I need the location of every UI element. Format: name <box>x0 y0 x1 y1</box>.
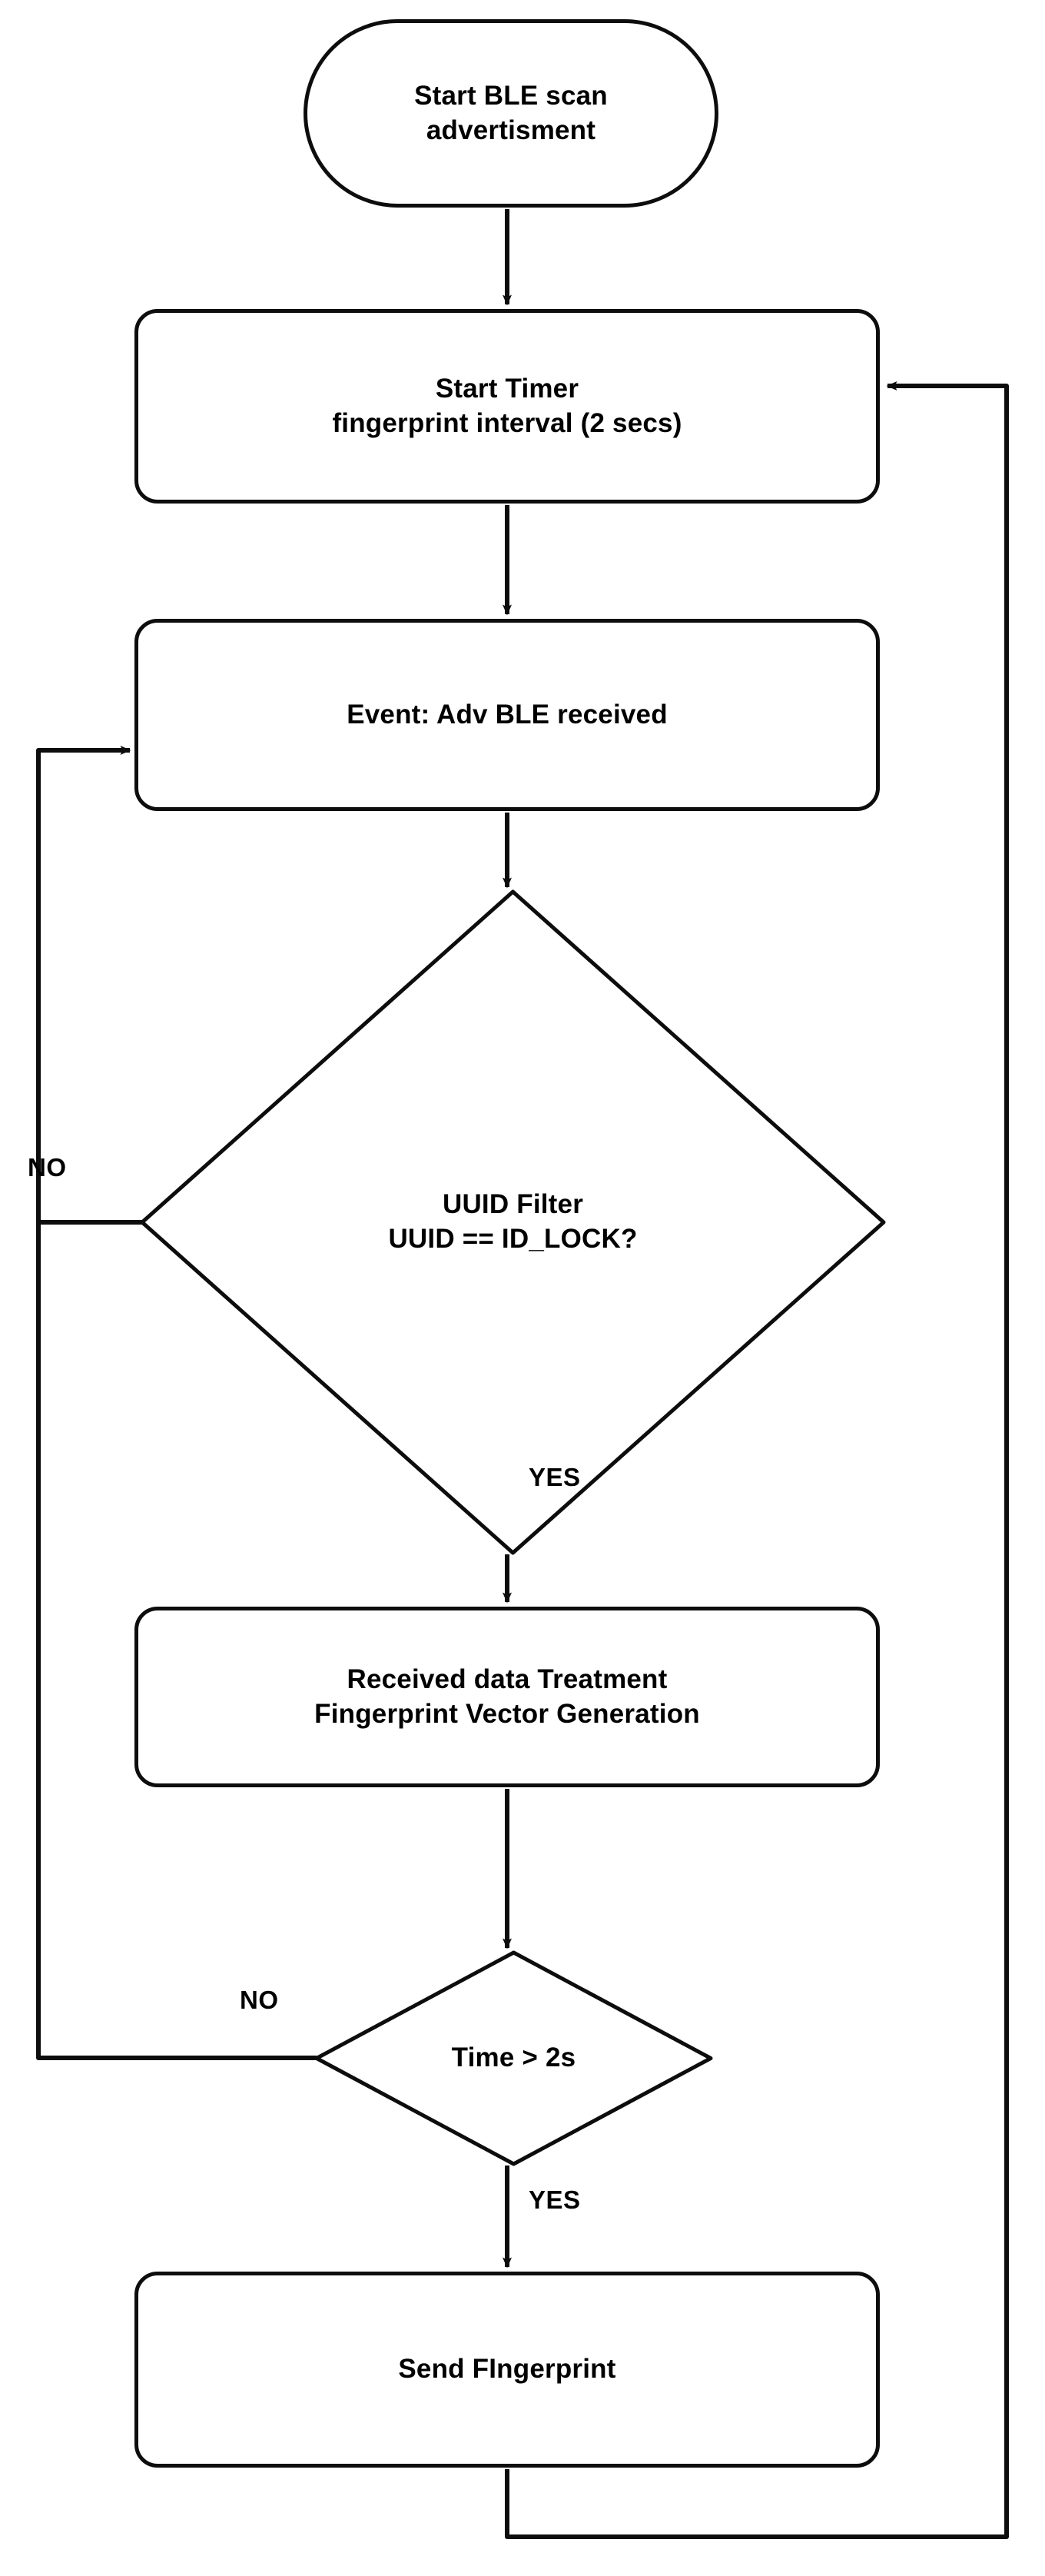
shape-uuid-filter-diamond <box>140 889 886 1555</box>
node-uuid-filter-decision[interactable]: UUID Filter UUID == ID_LOCK? <box>142 892 884 1553</box>
node-start-label: Start BLE scan advertisment <box>414 80 608 145</box>
node-event-adv-ble-received[interactable]: Event: Adv BLE received <box>134 619 880 811</box>
node-fingerprint-gen-label: Received data Treatment Fingerprint Vect… <box>314 1664 700 1729</box>
edge-label-uuid-no: NO <box>28 1153 67 1182</box>
edge-uuid-no-loop <box>36 746 142 1225</box>
node-send-fingerprint-label: Send FIngerprint <box>398 2354 616 2385</box>
edge-label-time-no: NO <box>240 1986 279 2014</box>
node-uuid-filter-label: UUID Filter UUID == ID_LOCK? <box>388 1189 638 1254</box>
node-fingerprint-vector-generation[interactable]: Received data Treatment Fingerprint Vect… <box>134 1607 880 1787</box>
node-start-timer[interactable]: Start Timer fingerprint interval (2 secs… <box>134 309 880 504</box>
edge-label-uuid-yes: YES <box>529 1463 581 1491</box>
node-start-ble-scan[interactable]: Start BLE scan advertisment <box>304 19 718 208</box>
edge-send-fingerprint-feedback-loop <box>505 381 1009 2539</box>
node-event-adv-label: Event: Adv BLE received <box>347 699 668 730</box>
edge-label-time-yes: YES <box>529 2185 581 2214</box>
node-send-fingerprint[interactable]: Send FIngerprint <box>134 2272 880 2468</box>
node-time-check-decision[interactable]: Time > 2s <box>317 1953 711 2164</box>
node-time-check-label: Time > 2s <box>451 2043 576 2073</box>
edge-time-no-loop <box>36 1222 317 2060</box>
shape-time-check-diamond <box>314 1950 713 2166</box>
node-start-timer-label: Start Timer fingerprint interval (2 secs… <box>332 373 682 438</box>
